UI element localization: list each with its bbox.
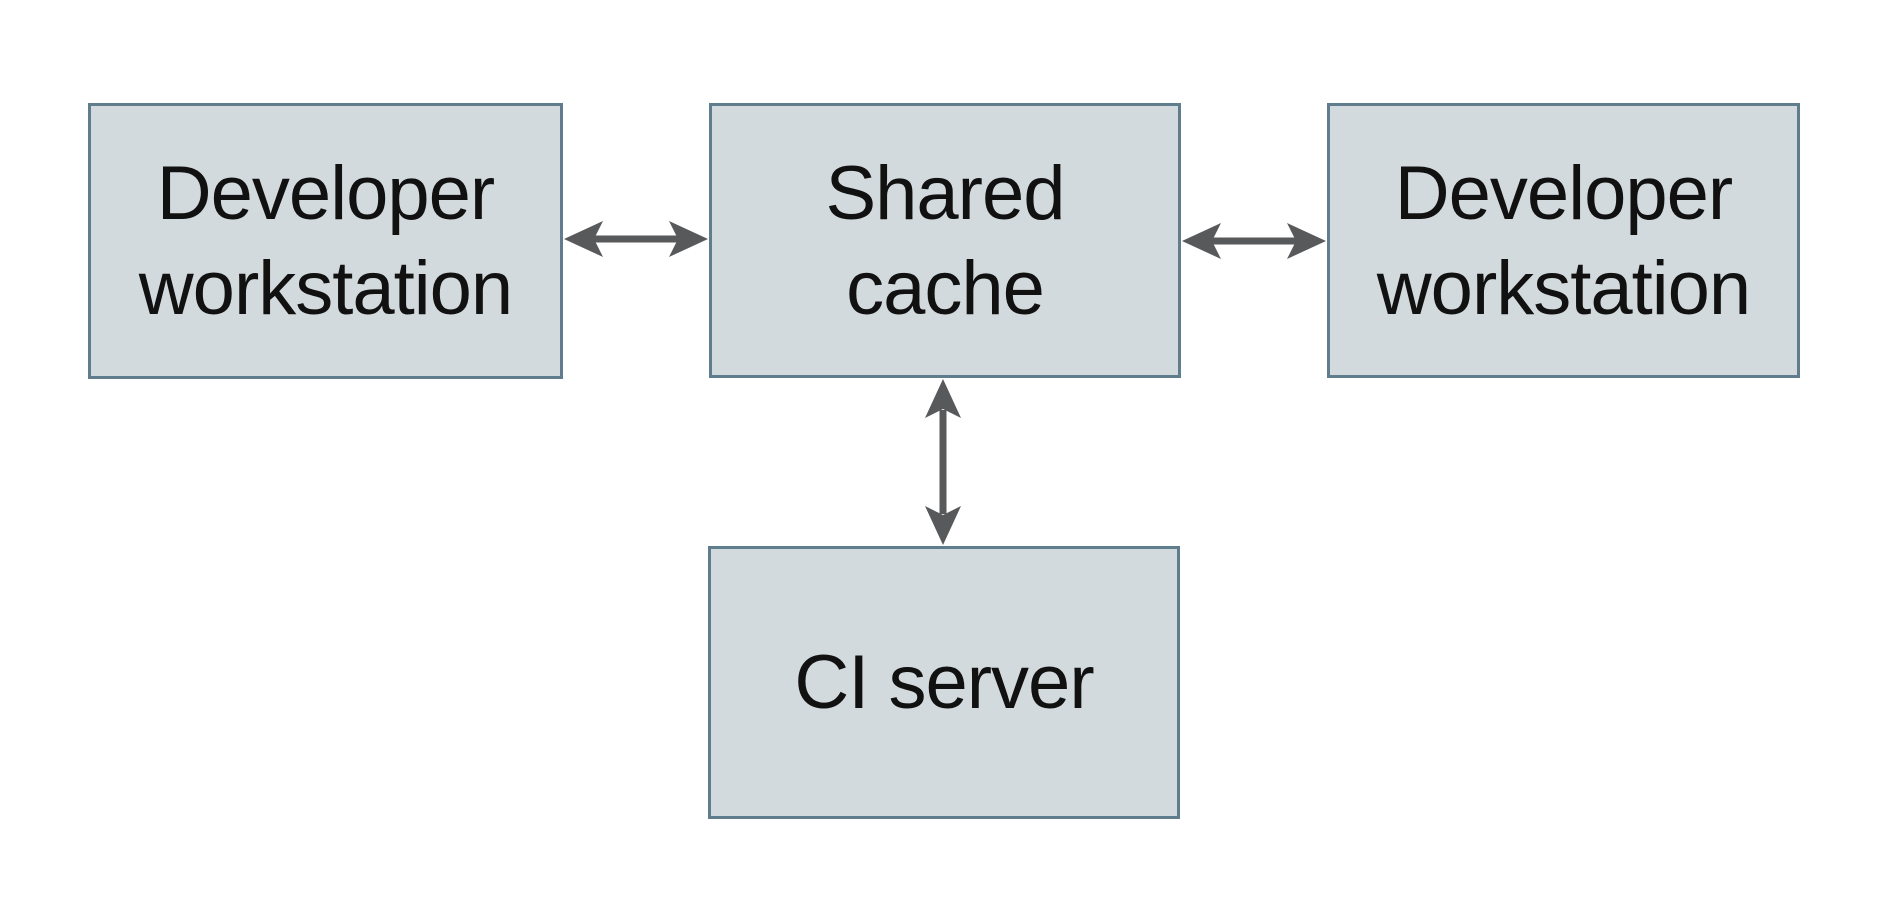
double-arrow-icon-cache-ci xyxy=(921,378,965,546)
node-developer-workstation-right: Developer workstation xyxy=(1327,103,1800,378)
double-arrow-icon-cache-right xyxy=(1181,219,1327,263)
node-ci-server: CI server xyxy=(708,546,1180,819)
node-label: CI server xyxy=(794,640,1094,725)
node-shared-cache: Shared cache xyxy=(709,103,1181,378)
node-developer-workstation-left: Developer workstation xyxy=(88,103,563,379)
node-label: Developer workstation xyxy=(1376,150,1751,331)
node-label: Shared cache xyxy=(825,150,1065,331)
double-arrow-icon-left-cache xyxy=(563,217,709,261)
node-label: Developer workstation xyxy=(138,151,513,331)
